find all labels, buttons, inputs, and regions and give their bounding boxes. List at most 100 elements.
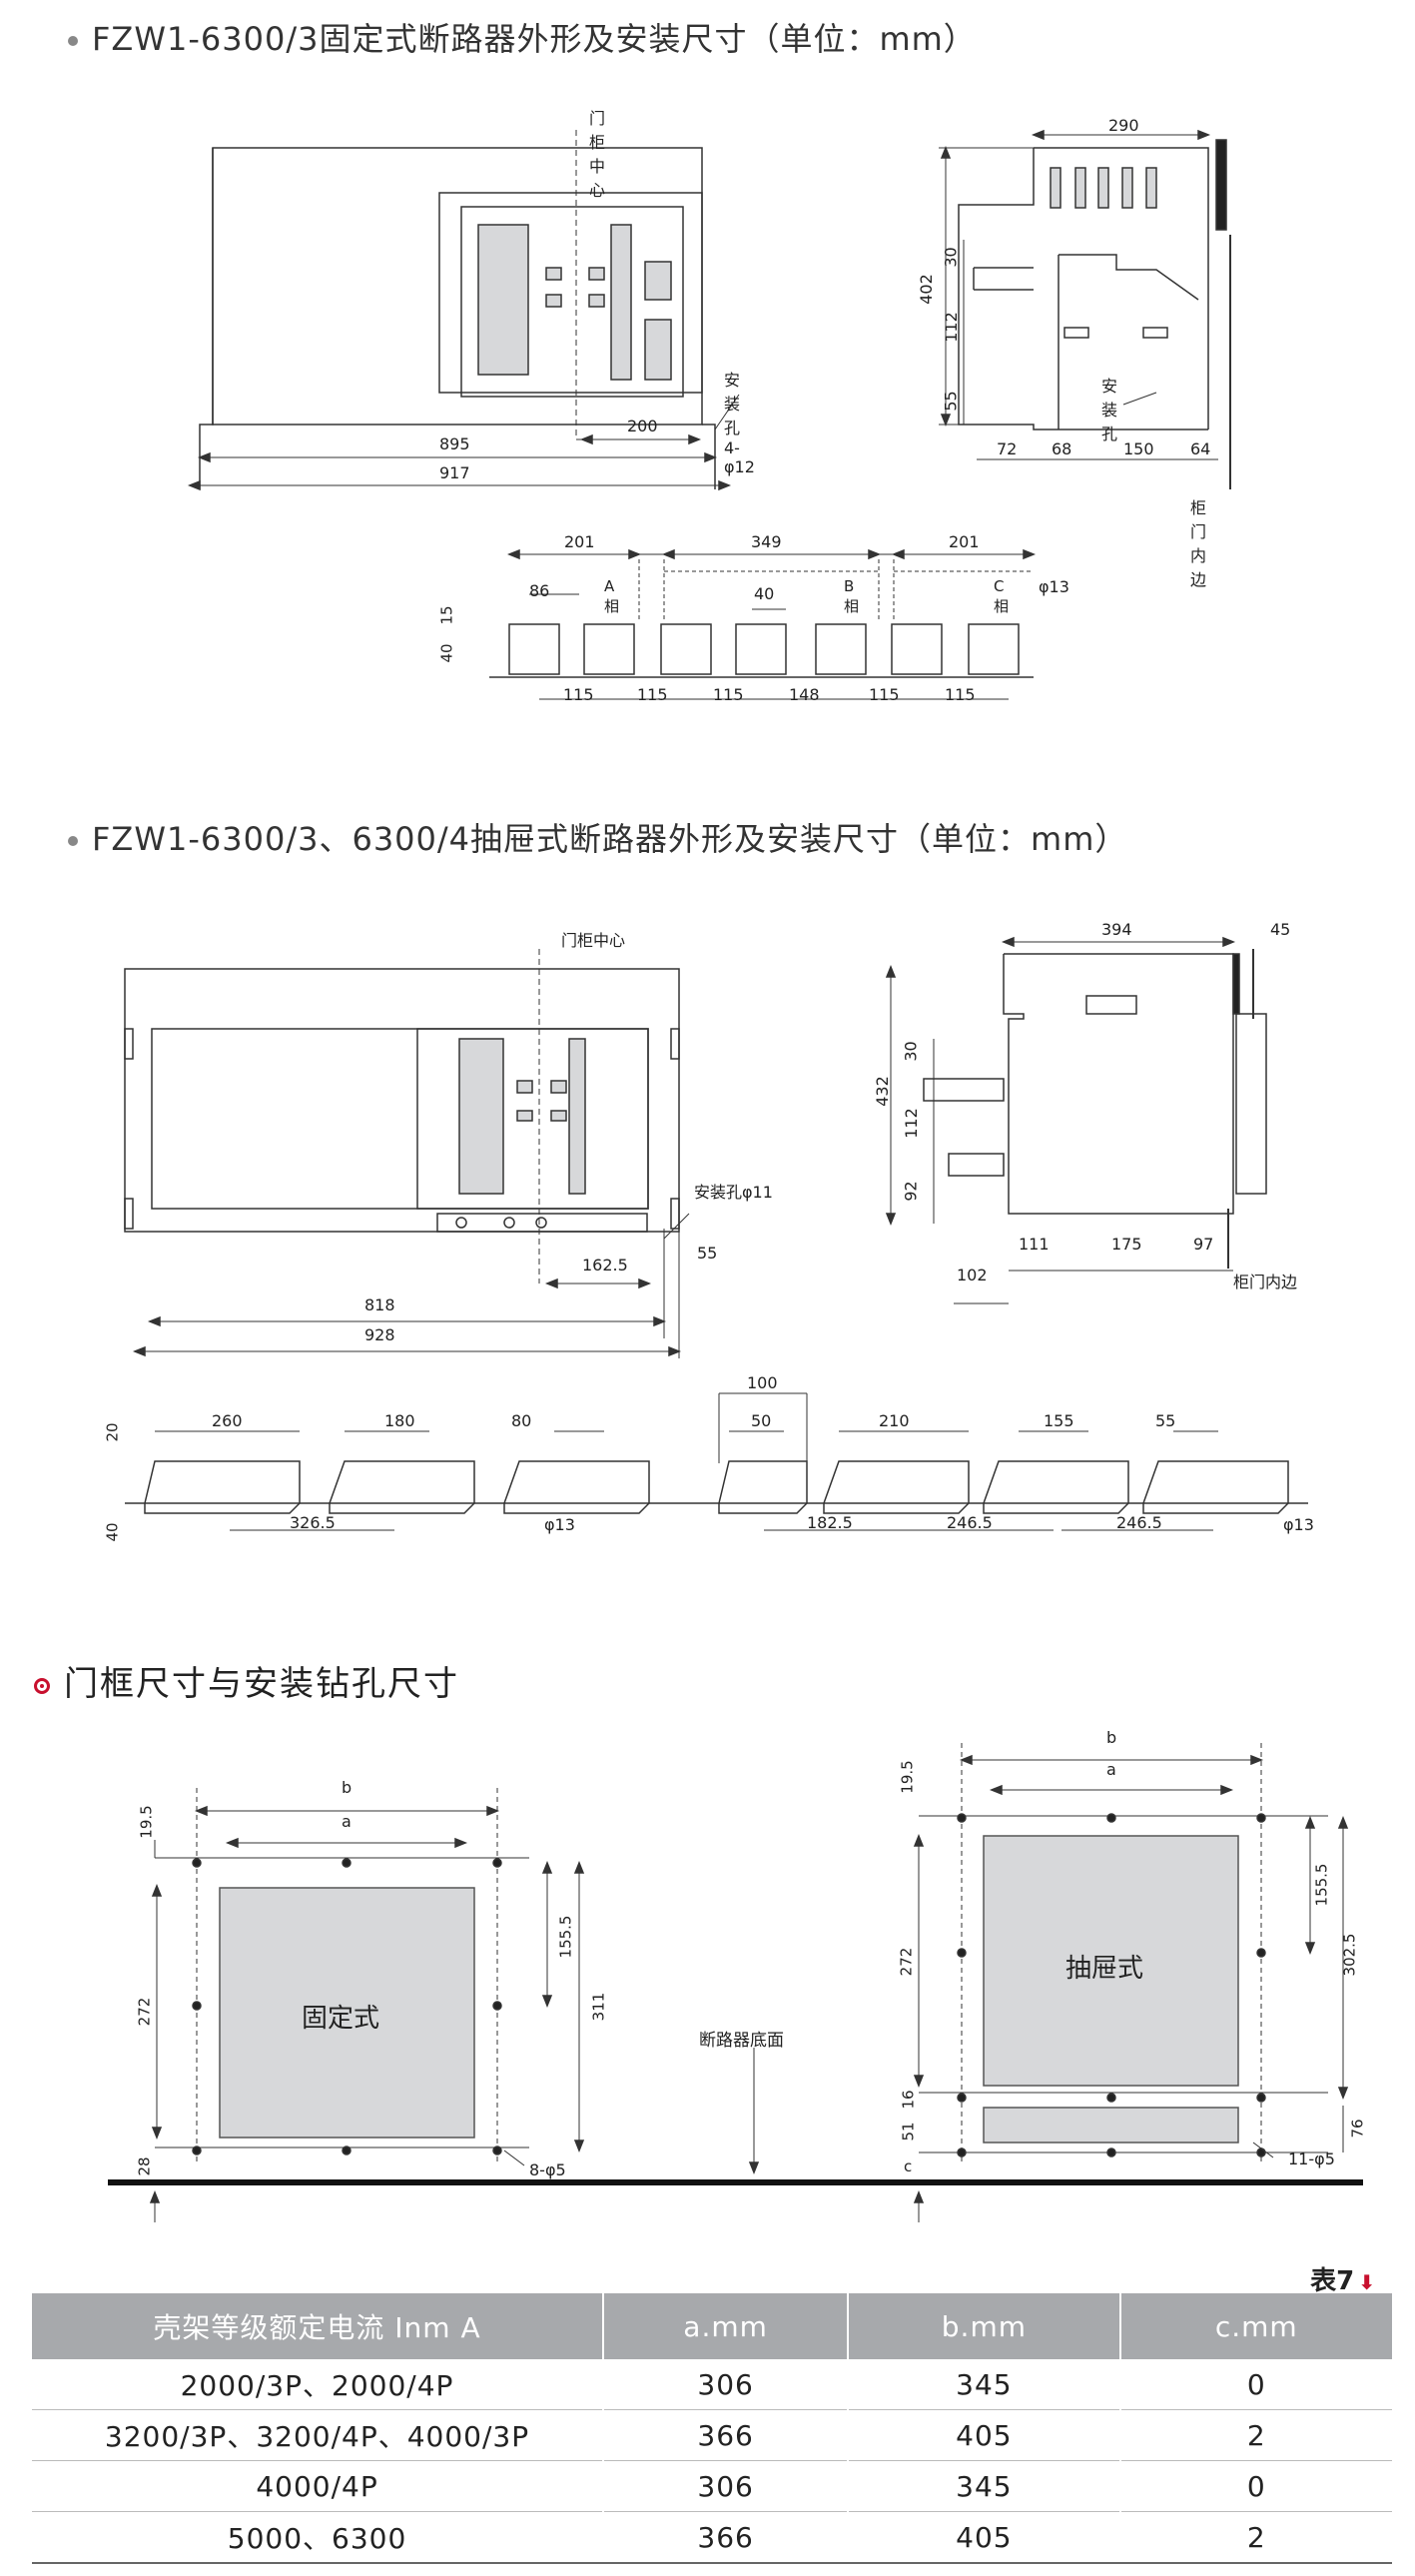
dim-72: 72 (997, 439, 1018, 458)
side-mount-hole-label: 安装孔 (1101, 377, 1118, 443)
dim-895: 895 (439, 434, 470, 453)
door-inner-edge-label-2: 柜门内边 (1233, 1273, 1298, 1291)
dim-162-5: 162.5 (582, 1256, 628, 1275)
dim-201a: 201 (564, 532, 595, 551)
download-arrow-icon: ⬇ (1358, 2270, 1375, 2294)
right-dim-302-5: 302.5 (1340, 1933, 1359, 1977)
dim-246-5b: 246.5 (1116, 1513, 1162, 1532)
left-dim-155-5: 155.5 (556, 1915, 575, 1959)
dim-30: 30 (941, 247, 961, 268)
right-dim-19-5: 19.5 (898, 1760, 917, 1794)
cell-current: 2000/3P、2000/4P (32, 2359, 605, 2410)
table-header-row: 壳架等级额定电流 Inm A a.mm b.mm c.mm (32, 2293, 1392, 2359)
dim-80: 80 (511, 1411, 532, 1430)
dim-112-2: 112 (901, 1108, 921, 1139)
col-header-c: c.mm (1119, 2293, 1392, 2359)
dim-246-5a: 246.5 (947, 1513, 993, 1532)
dim-20: 20 (103, 1422, 122, 1442)
drawer-frame (503, 1743, 1349, 2222)
right-c-label: c (904, 2157, 913, 2175)
dim-115b: 115 (637, 685, 668, 704)
dim-290: 290 (1108, 116, 1139, 135)
dim-115c: 115 (713, 685, 744, 704)
drawer-side-view (885, 936, 1267, 1304)
mount-hole-label-2: 安装孔φ11 (694, 1183, 773, 1202)
cell-a: 306 (603, 2460, 850, 2512)
dim-180: 180 (384, 1411, 415, 1430)
section-marker-icon (34, 1677, 50, 1694)
table-caption: 表7⬇ (1310, 2260, 1375, 2297)
right-dim-51: 51 (899, 2122, 918, 2142)
breaker-bottom-label: 断路器底面 (699, 2031, 784, 2051)
dim-200: 200 (627, 417, 658, 435)
cell-a: 306 (603, 2359, 850, 2410)
holes8-label: 8-φ5 (529, 2160, 566, 2179)
right-dim-272: 272 (897, 1947, 916, 1977)
dim-55-2: 55 (697, 1244, 718, 1263)
mount-hole-label-1: 安装孔4-φ12 (724, 371, 755, 476)
table-row: 3200/3P、3200/4P、4000/3P 366 405 2 (32, 2409, 1392, 2461)
door-inner-edge-label-1: 柜门内边 (1190, 498, 1207, 589)
phi13-label-2b: φ13 (1283, 1515, 1314, 1534)
cell-c: 0 (1119, 2460, 1392, 2512)
dim-928: 928 (364, 1325, 395, 1344)
cell-b: 345 (848, 2460, 1121, 2512)
fixed-side-view (939, 129, 1231, 489)
section2-title: FZW1-6300/3、6300/4抽屉式断路器外形及安装尺寸（单位：mm） (68, 814, 1127, 860)
left-dim-19-5: 19.5 (137, 1805, 156, 1839)
cell-current: 3200/3P、3200/4P、4000/3P (32, 2409, 605, 2461)
fixed-frame (149, 1788, 585, 2222)
dim-150: 150 (1123, 439, 1154, 458)
col-header-current: 壳架等级额定电流 Inm A (32, 2293, 605, 2359)
fixed-label: 固定式 (302, 2004, 380, 2034)
dim-112: 112 (941, 312, 961, 343)
dim-45: 45 (1270, 920, 1291, 939)
table-caption-text: 表7 (1310, 2266, 1355, 2296)
dim-64: 64 (1190, 439, 1211, 458)
dim-155: 155 (1044, 1411, 1074, 1430)
dim-97: 97 (1193, 1235, 1214, 1254)
section3-title: 门框尺寸与安装钻孔尺寸 (34, 1656, 459, 1705)
dim-182-5: 182.5 (807, 1513, 853, 1532)
dim-818: 818 (364, 1295, 395, 1314)
right-dim-76: 76 (1348, 2119, 1367, 2139)
fixed-breaker-drawing (187, 129, 1231, 700)
fixed-terminals (508, 623, 1020, 675)
dim-394: 394 (1101, 920, 1132, 939)
dim-210: 210 (879, 1411, 910, 1430)
dim-115a: 115 (563, 685, 594, 704)
left-dim-272: 272 (135, 1997, 154, 2027)
phase-a-label: A相 (604, 577, 620, 615)
section2-title-text: FZW1-6300/3、6300/4抽屉式断路器外形及安装尺寸（单位：mm） (92, 820, 1128, 858)
phi13-label-1: φ13 (1039, 577, 1069, 596)
section3-title-text: 门框尺寸与安装钻孔尺寸 (64, 1664, 459, 1704)
right-a-label: a (1106, 1760, 1116, 1779)
dim-50: 50 (751, 1411, 772, 1430)
cell-b: 405 (848, 2511, 1121, 2564)
fixed-front-view (187, 130, 740, 491)
bullet-icon (68, 36, 78, 46)
left-dim-28: 28 (135, 2156, 154, 2176)
cell-b: 345 (848, 2359, 1121, 2410)
col-header-a: a.mm (603, 2293, 850, 2359)
dim-100: 100 (747, 1373, 778, 1392)
cell-b: 405 (848, 2409, 1121, 2461)
bullet-icon (68, 836, 78, 846)
dim-92: 92 (901, 1181, 921, 1202)
cell-a: 366 (603, 2511, 850, 2564)
left-a-label: a (342, 1812, 352, 1831)
cell-c: 2 (1119, 2511, 1392, 2564)
holes11-label: 11-φ5 (1288, 2149, 1335, 2168)
cell-c: 0 (1119, 2359, 1392, 2410)
dim-40-2: 40 (103, 1522, 122, 1542)
dim-55: 55 (941, 391, 961, 412)
dim-148: 148 (789, 685, 820, 704)
phase-b-label: B相 (844, 577, 860, 615)
right-dim-155-5: 155.5 (1312, 1863, 1331, 1907)
dim-30-2: 30 (901, 1041, 921, 1062)
right-dim-16: 16 (899, 2090, 918, 2110)
dim-349: 349 (751, 532, 782, 551)
table-row: 4000/4P 306 345 0 (32, 2460, 1392, 2512)
cell-c: 2 (1119, 2409, 1392, 2461)
dim-102: 102 (957, 1266, 988, 1285)
